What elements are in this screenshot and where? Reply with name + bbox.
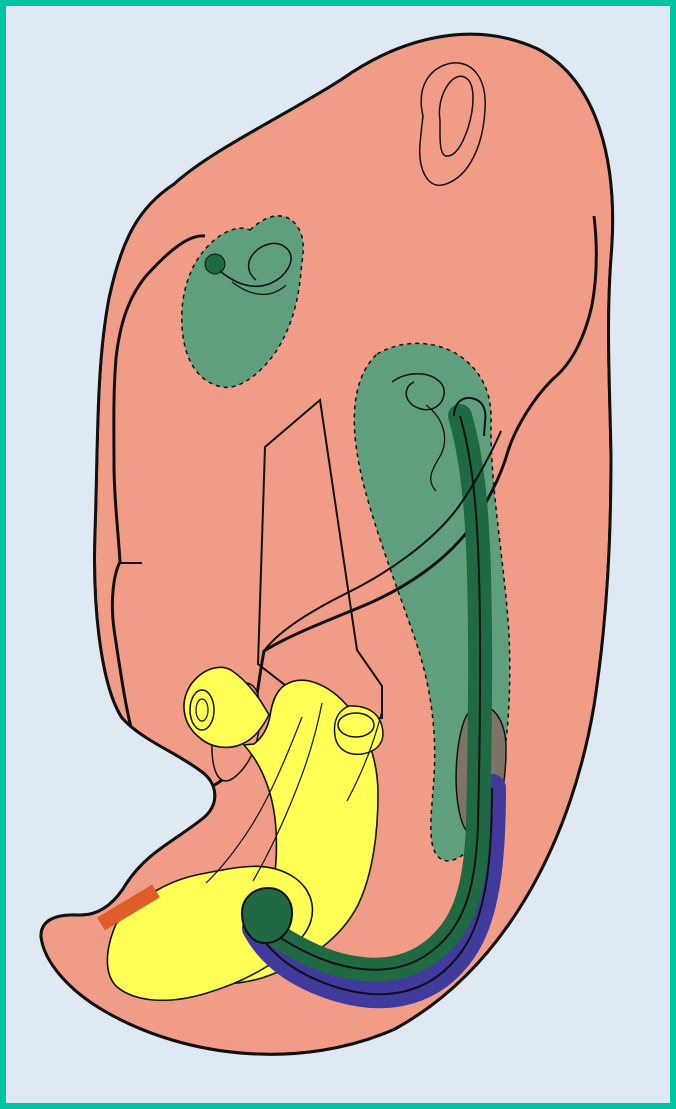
embryo-diagram: [6, 6, 670, 1103]
yellow-left-opening: [190, 690, 214, 730]
dark-green-end-cap: [242, 888, 292, 943]
upper-dark-spot: [205, 254, 225, 274]
